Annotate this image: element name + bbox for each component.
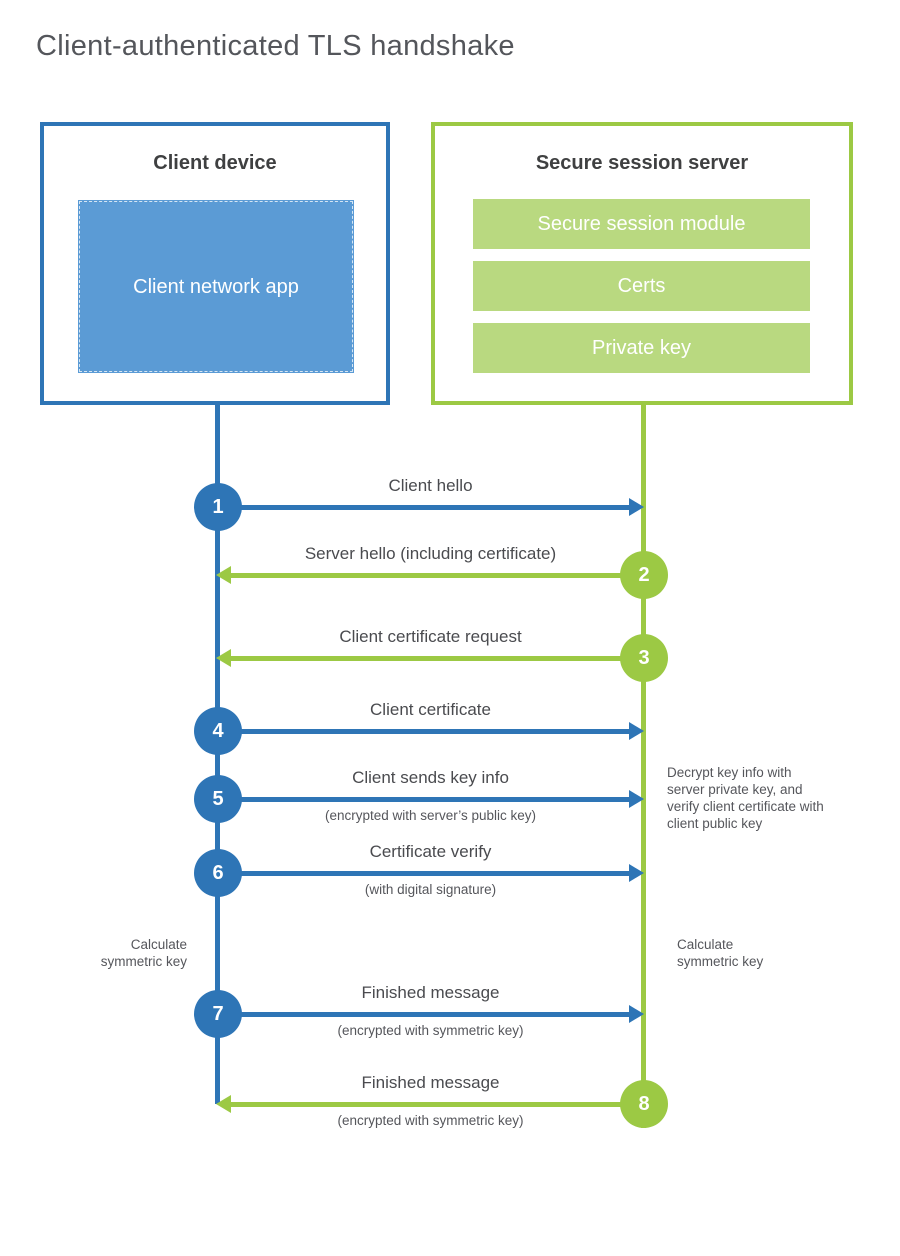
message-label: Certificate verify xyxy=(369,842,492,861)
calculate-symmetric-key-server: Calculate symmetric key xyxy=(677,937,764,969)
message-label: Client certificate xyxy=(370,700,491,719)
arrowhead-left-icon xyxy=(216,566,231,584)
message-sublabel: (encrypted with symmetric key) xyxy=(337,1113,524,1128)
step-circle: 8 xyxy=(620,1080,668,1128)
server-lifeline xyxy=(641,405,646,1128)
arrow-shaft xyxy=(217,505,630,510)
step-circle: 7 xyxy=(194,990,242,1038)
arrow-shaft xyxy=(217,729,630,734)
arrow-shaft xyxy=(217,871,630,876)
arrowhead-right-icon xyxy=(629,498,644,516)
message-sublabel: (encrypted with symmetric key) xyxy=(337,1023,524,1038)
message-label: Client certificate request xyxy=(339,627,522,646)
secure-session-server-title: Secure session server xyxy=(535,152,749,174)
message-label: Client hello xyxy=(388,476,473,495)
client-device-title: Client device xyxy=(153,152,277,174)
page-title: Client-authenticated TLS handshake xyxy=(36,30,515,62)
arrowhead-right-icon xyxy=(629,722,644,740)
calculate-symmetric-key-client: Calculate symmetric key xyxy=(100,937,187,969)
arrow-shaft xyxy=(231,573,643,578)
arrow-shaft xyxy=(231,1102,643,1107)
client-network-app-box: Client network app xyxy=(78,200,354,373)
step-circle: 6 xyxy=(194,849,242,897)
arrowhead-right-icon xyxy=(629,1005,644,1023)
message-sublabel: (encrypted with server’s public key) xyxy=(324,808,537,823)
server-certs-bar: Certs xyxy=(473,261,810,311)
client-network-app-label: Client network app xyxy=(133,275,299,298)
step-circle: 4 xyxy=(194,707,242,755)
arrow-shaft xyxy=(217,797,630,802)
arrowhead-left-icon xyxy=(216,649,231,667)
step-circle: 2 xyxy=(620,551,668,599)
client-device-box: Client device Client network app xyxy=(40,122,390,405)
secure-session-server-box: Secure session server Secure session mod… xyxy=(431,122,853,405)
message-label: Finished message xyxy=(361,983,500,1002)
arrowhead-left-icon xyxy=(216,1095,231,1113)
arrow-shaft xyxy=(231,656,643,661)
decrypt-note: Decrypt key info with server private key… xyxy=(667,765,824,831)
server-private-key-bar: Private key xyxy=(473,323,810,373)
message-label: Finished message xyxy=(361,1073,500,1092)
arrowhead-right-icon xyxy=(629,790,644,808)
step-circle: 1 xyxy=(194,483,242,531)
step-circle: 3 xyxy=(620,634,668,682)
arrow-shaft xyxy=(217,1012,630,1017)
message-label: Server hello (including certificate) xyxy=(304,544,557,563)
arrowhead-right-icon xyxy=(629,864,644,882)
message-sublabel: (with digital signature) xyxy=(364,882,497,897)
message-label: Client sends key info xyxy=(352,768,509,787)
step-circle: 5 xyxy=(194,775,242,823)
server-module-bar: Secure session module xyxy=(473,199,810,249)
